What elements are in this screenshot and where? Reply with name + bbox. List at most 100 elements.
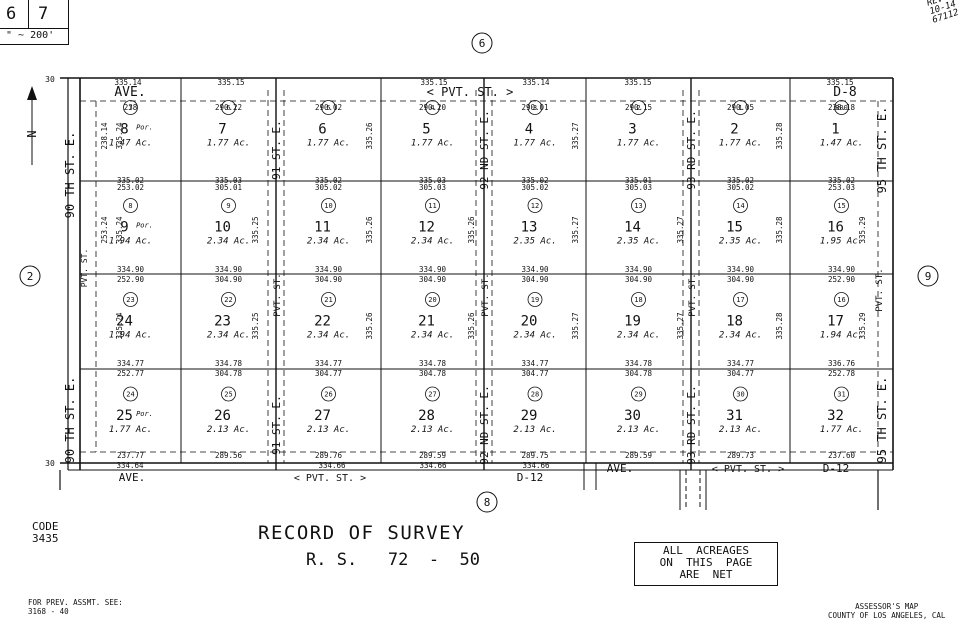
parcel-circle	[631, 198, 646, 213]
parcel-number: 3	[628, 122, 636, 138]
map-frame	[59, 77, 894, 510]
parcel-acreage: 1.94 Ac.	[109, 331, 152, 341]
parcel-acreage: 2.13 Ac.	[307, 425, 350, 435]
lot-depth: 335.24	[115, 312, 124, 340]
lot-depth: 335.24	[115, 216, 124, 244]
parcel: 121.77 Ac.	[719, 100, 762, 149]
parcel-acreage: 1.94 Ac.	[109, 237, 152, 247]
lot-depth: 335.26	[365, 312, 374, 340]
lot-dimension: 290.05	[727, 103, 754, 112]
adjacent-page-bottom: 8	[484, 496, 491, 509]
parcel: 671.77 Ac.	[207, 100, 250, 149]
parcel-circle-number: 7	[128, 104, 132, 112]
parcel-acreage: 2.34 Ac.	[207, 237, 250, 247]
adjacent-page-circle	[476, 491, 498, 513]
parcel-circle	[221, 386, 236, 402]
parcel-number: 2	[730, 122, 738, 138]
north-arrow-head	[27, 86, 37, 100]
parcel-circle	[123, 292, 138, 307]
lot-depth: 335.25	[251, 216, 260, 243]
parcel-circle	[527, 100, 543, 115]
parcel-circle	[321, 386, 336, 402]
parcel: 451.77 Ac.	[411, 100, 454, 149]
parcel-circle-number: 22	[224, 296, 232, 304]
parcel-circle-number: 23	[126, 296, 134, 304]
lot-dimension: 252.90	[117, 275, 145, 284]
parcel-number: 12	[418, 220, 435, 236]
parcel-number: 6	[318, 122, 326, 138]
parcel: 231.77 Ac.	[617, 100, 660, 149]
lot-depth: 253.24	[100, 216, 109, 244]
lot-dimension: 253.03	[828, 183, 855, 192]
street-name-mid: 93 RD ST. E.	[685, 110, 698, 189]
parcel-circle-number: 9	[226, 202, 230, 210]
lot-dimension: 334.90	[828, 265, 856, 274]
lot-dimension: 334.90	[117, 265, 145, 274]
parcel-circle-number: 10	[324, 202, 332, 210]
prev-assmt-line: 3168 - 40	[28, 607, 69, 616]
lot-dimension: 304.90	[419, 275, 447, 284]
parcel-acreage: 2.34 Ac.	[617, 331, 660, 341]
street-dimension: 335.15	[217, 78, 244, 87]
footer-line: COUNTY OF LOS ANGELES, CAL	[828, 611, 946, 620]
street-name-mid: 92 ND ST. E.	[478, 385, 491, 464]
lot-dimension: 334.90	[625, 265, 653, 274]
parcel-circle	[733, 292, 748, 307]
parcel-circle	[425, 386, 440, 402]
lot-dimension: 334.90	[727, 265, 755, 274]
parcel-circle-number: 26	[324, 391, 332, 399]
note-line: ARE NET	[679, 568, 733, 581]
lot-dimension: 290.15	[625, 103, 652, 112]
parcel-circle-number: 6	[226, 104, 230, 112]
parcel-circle-number: 30	[736, 391, 744, 399]
parcel-acreage: 2.34 Ac.	[207, 331, 250, 341]
lot-dimension: 290.02	[315, 103, 342, 112]
parcel-number: 15	[726, 220, 743, 236]
lot-dimension: 335.02	[315, 176, 342, 185]
north-arrow-label: N	[25, 130, 39, 137]
street-name-mid: 91 ST. E.	[270, 395, 283, 455]
lot-depth: 335.29	[858, 312, 867, 339]
parcel-acreage: 2.13 Ac.	[411, 425, 454, 435]
adjacent-page-right: 9	[925, 270, 932, 283]
lot-dimension: 304.78	[625, 369, 653, 378]
lot-depth: 335.27	[676, 312, 685, 339]
parcel-acreage: 1.47 Ac.	[109, 139, 152, 149]
lot-dimension: 290.22	[215, 103, 242, 112]
parcel-circle	[834, 100, 849, 115]
parcel-number: 16	[827, 220, 844, 236]
street-dimension: 334.66	[419, 461, 447, 470]
parcel-circle-number: 27	[428, 391, 436, 399]
scale-text: " ~ 200'	[6, 30, 55, 41]
lot-depth: 335.26	[365, 122, 374, 150]
street-name-bottom-pvt-st-right: < PVT. ST. >	[712, 464, 784, 475]
parcel-acreage: 1.77 Ac.	[109, 425, 152, 435]
lot-dimension: 289.56	[215, 451, 243, 460]
lot-depth: 335.28	[775, 312, 784, 340]
lot-dimension: 334.78	[625, 359, 653, 368]
parcel-number: 25	[116, 408, 133, 424]
parcel-number: 19	[624, 314, 641, 330]
parcel-circle-number: 11	[428, 202, 436, 210]
parcel-circle	[527, 198, 543, 213]
parcel-circle-number: 31	[837, 391, 845, 399]
index-cell-left: 6	[6, 4, 17, 24]
parcel-number: 21	[418, 314, 435, 330]
street-code-bottom-left: D-12	[517, 471, 544, 484]
parcel-acreage: 1.47 Ac.	[820, 139, 863, 149]
page-title: RECORD OF SURVEY	[258, 522, 466, 544]
parcel-circle	[321, 198, 336, 213]
parcel-circle	[425, 198, 440, 213]
lot-dimension: 334.77	[315, 359, 342, 368]
